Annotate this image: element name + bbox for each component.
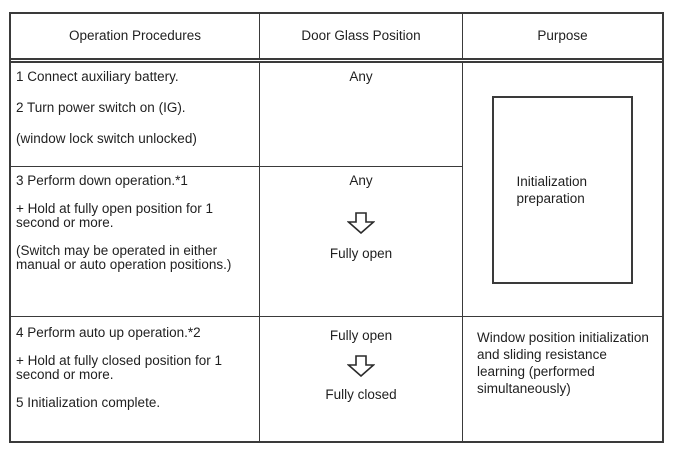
glass-position-value: Any (349, 173, 373, 188)
procedure-line: 5 Initialization complete. (16, 395, 161, 410)
purpose-main-label: Window position initialization and slidi… (477, 330, 649, 396)
window-initialization-table: Operation Procedures Door Glass Position… (9, 12, 664, 443)
header-purpose: Purpose (537, 28, 588, 43)
glass-position-step-1: Any (260, 63, 462, 167)
procedure-line: 3 Perform down operation.*1 (16, 173, 188, 188)
procedures-step-3: 3 Perform down operation.*1 + Hold at fu… (11, 167, 259, 317)
purpose-preparation-cell: Initialization preparation (463, 63, 662, 317)
glass-position-value: Any (349, 69, 373, 84)
procedures-steps-1-2: 1 Connect auxiliary battery. 2 Turn powe… (11, 63, 259, 167)
header-door-glass-position: Door Glass Position (260, 14, 463, 58)
table-body: 1 Connect auxiliary battery. 2 Turn powe… (11, 63, 662, 441)
down-arrow-icon (347, 355, 375, 377)
procedure-line: 2 Turn power switch on (IG). (16, 100, 186, 115)
glass-position-value: Fully open (329, 246, 393, 261)
down-arrow-icon (347, 212, 375, 234)
column-operation-procedures: 1 Connect auxiliary battery. 2 Turn powe… (11, 63, 260, 441)
procedure-line: (window lock switch unlocked) (16, 131, 197, 146)
procedure-line: 1 Connect auxiliary battery. (16, 69, 179, 84)
initialization-preparation-box: Initialization preparation (492, 95, 633, 284)
column-purpose: Initialization preparation Window positi… (463, 63, 662, 441)
initialization-preparation-label: Initialization preparation (516, 173, 588, 206)
procedure-line: + Hold at fully closed position for 1 se… (16, 353, 222, 382)
glass-position-step-2: Any Fully open (260, 167, 462, 317)
header-operation-procedures: Operation Procedures (11, 14, 260, 58)
glass-position-step-3: Fully open Fully closed (260, 317, 462, 441)
purpose-main-cell: Window position initialization and slidi… (463, 317, 662, 441)
procedure-line: (Switch may be operated in either manual… (16, 243, 232, 272)
glass-position-value: Fully open (329, 328, 393, 343)
glass-position-value: Fully closed (325, 387, 397, 402)
procedure-line: + Hold at fully open position for 1 seco… (16, 201, 213, 230)
column-door-glass-position: Any Any Fully open Fully open Full (260, 63, 463, 441)
procedure-line: 4 Perform auto up operation.*2 (16, 325, 201, 340)
table-header-row: Operation Procedures Door Glass Position… (11, 14, 662, 63)
procedures-steps-4-5: 4 Perform auto up operation.*2 + Hold at… (11, 317, 259, 441)
